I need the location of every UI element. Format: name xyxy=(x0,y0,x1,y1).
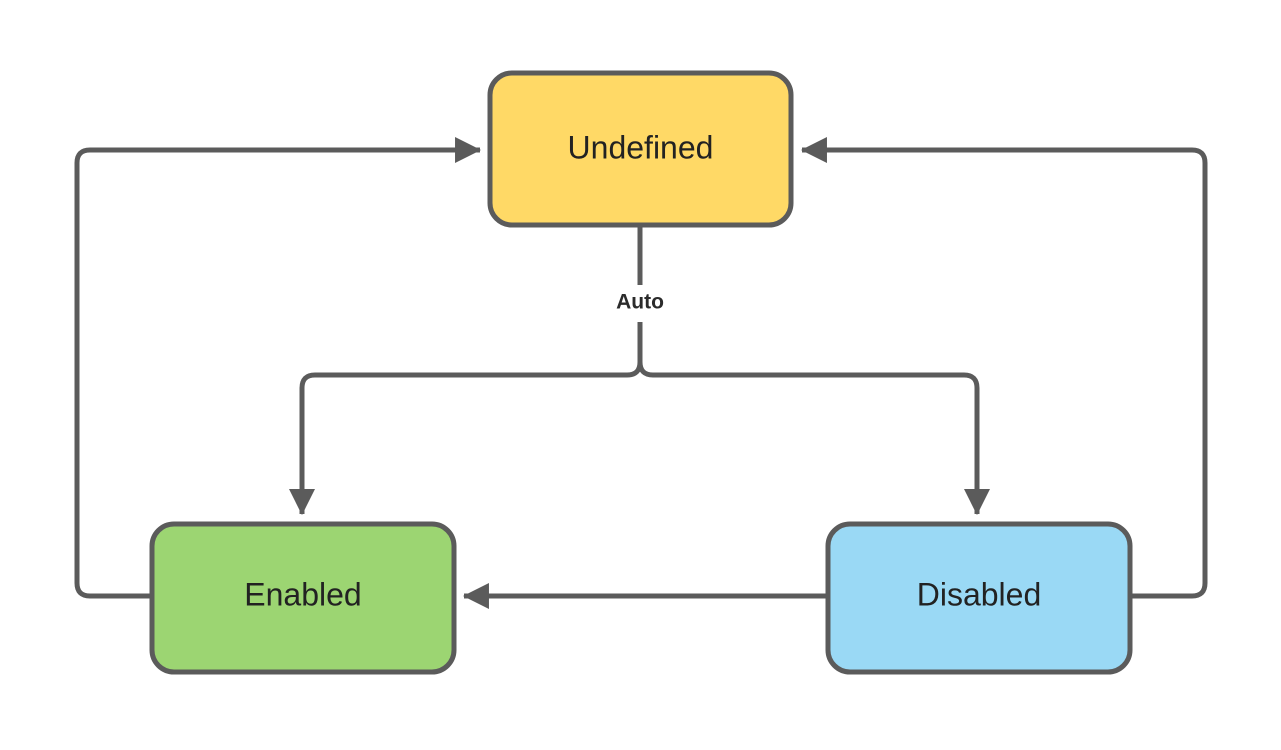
node-undefined[interactable]: Undefined xyxy=(487,70,794,228)
edge-auto-to-disabled[interactable] xyxy=(637,361,990,516)
node-enabled-label: Enabled xyxy=(244,576,361,612)
edge-enabled-to-undefined[interactable] xyxy=(74,137,482,599)
edge-labels-layer: Auto xyxy=(616,291,664,314)
edge-label-auto: Auto xyxy=(616,291,664,314)
node-disabled-shape[interactable] xyxy=(825,521,1133,675)
node-disabled[interactable]: Disabled xyxy=(825,521,1133,675)
node-undefined-label: Undefined xyxy=(568,129,714,165)
node-enabled-shape[interactable] xyxy=(149,521,457,675)
node-enabled[interactable]: Enabled xyxy=(149,521,457,675)
edge-auto-to-enabled[interactable] xyxy=(289,361,643,516)
edge-disabled-to-undefined[interactable] xyxy=(800,137,1208,599)
edges-layer xyxy=(74,137,1208,609)
node-undefined-shape[interactable] xyxy=(487,70,794,228)
node-disabled-label: Disabled xyxy=(917,576,1042,612)
